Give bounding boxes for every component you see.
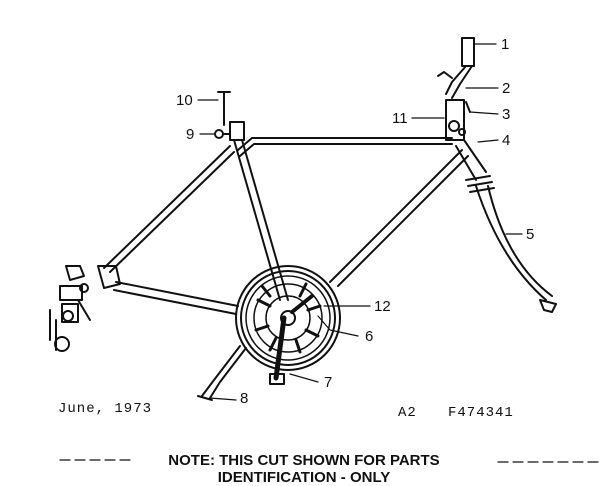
callout-2: 2 <box>502 80 511 97</box>
part-number: F474341 <box>448 405 514 421</box>
note-line-1: NOTE: THIS CUT SHOWN FOR PARTS <box>168 452 440 469</box>
head-assembly <box>437 37 495 193</box>
note-line-2: IDENTIFICATION - ONLY <box>217 469 391 486</box>
chainwheel <box>235 265 341 385</box>
note-rule <box>59 459 601 463</box>
callout-11: 11 <box>392 110 408 127</box>
ref-code: A2 <box>398 405 417 421</box>
callout-6: 6 <box>365 328 374 345</box>
callout-4: 4 <box>502 132 511 149</box>
callout-5: 5 <box>526 226 535 243</box>
callout-12: 12 <box>374 298 391 315</box>
callout-10: 10 <box>176 92 193 109</box>
fork <box>475 185 557 313</box>
date-label: June, 1973 <box>58 401 153 417</box>
callout-3: 3 <box>502 106 511 123</box>
kickstand <box>197 345 247 401</box>
callout-8: 8 <box>240 390 249 407</box>
leader-lines <box>197 43 523 401</box>
callout-1: 1 <box>501 36 510 53</box>
frame <box>103 137 469 315</box>
seat-post <box>214 91 245 141</box>
callout-9: 9 <box>186 126 195 143</box>
rear-derailleur <box>49 265 121 352</box>
callout-7: 7 <box>324 374 333 391</box>
